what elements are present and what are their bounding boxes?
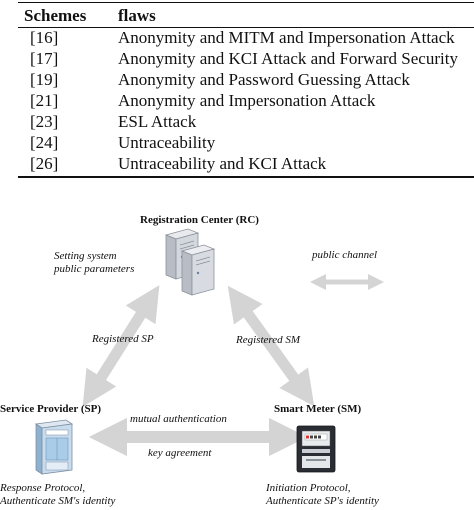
system-model-diagram: Registration Center (RC) Setting system … [0, 200, 474, 510]
scheme-cell: [19] [30, 70, 59, 89]
header-schemes: Schemes [24, 6, 87, 25]
smart-meter-icon [296, 425, 336, 473]
table-row: [24] Untraceability [0, 132, 474, 153]
sm-note-line1: Initiation Protocol, [266, 482, 351, 494]
flaw-cell: Untraceability and KCI Attack [118, 154, 327, 173]
table-row: [16] Anonymity and MITM and Impersonatio… [0, 27, 474, 48]
flaw-cell: ESL Attack [118, 112, 197, 131]
rc-sp-arrow [82, 285, 160, 407]
mutual-auth-label: mutual authentication [130, 413, 227, 425]
scheme-cell: [23] [30, 112, 59, 131]
flaw-cell: Untraceability [118, 133, 216, 152]
registered-sm-label: Registered SM [236, 334, 301, 346]
registered-sp-label: Registered SP [92, 333, 154, 345]
rc-sm-arrow [227, 285, 315, 407]
scheme-cell: [21] [30, 91, 59, 110]
scheme-cell: [26] [30, 154, 59, 173]
flaw-cell: Anonymity and Password Guessing Attack [118, 70, 410, 89]
flaw-cell: Anonymity and MITM and Impersonation Att… [118, 28, 455, 47]
key-agreement-label: key agreement [148, 447, 212, 459]
scheme-cell: [16] [30, 28, 59, 47]
public-channel-label: public channel [312, 249, 378, 261]
header-flaws: flaws [118, 6, 156, 25]
sp-title: Service Provider (SP) [0, 403, 102, 415]
rc-title: Registration Center (RC) [140, 214, 259, 226]
flaw-cell: Anonymity and KCI Attack and Forward Sec… [118, 49, 458, 68]
rc-note-line2: public parameters [54, 263, 135, 275]
sp-note-line1: Response Protocol, [0, 482, 86, 494]
arrows-layer [82, 273, 385, 457]
table-row: [26] Untraceability and KCI Attack [0, 153, 474, 174]
table-header-row: Schemes flaws [0, 5, 474, 26]
sm-note-line2: Authenticate SP's identity [266, 495, 379, 507]
flaw-cell: Anonymity and Impersonation Attack [118, 91, 376, 110]
sm-title: Smart Meter (SM) [274, 403, 362, 415]
rc-note-line1: Setting system [54, 250, 117, 262]
scheme-cell: [17] [30, 49, 59, 68]
table-top-rule [18, 2, 474, 3]
sp-note-line2: Authenticate SM's identity [0, 495, 116, 507]
table-row: [21] Anonymity and Impersonation Attack [0, 90, 474, 111]
table-header-rule [18, 27, 474, 28]
table-row: [19] Anonymity and Password Guessing Att… [0, 69, 474, 90]
service-provider-icon [34, 419, 74, 475]
scheme-cell: [24] [30, 133, 59, 152]
table-bottom-rule [18, 176, 474, 178]
table-row: [17] Anonymity and KCI Attack and Forwar… [0, 48, 474, 69]
table-row: [23] ESL Attack [0, 111, 474, 132]
server-icon [164, 228, 216, 296]
